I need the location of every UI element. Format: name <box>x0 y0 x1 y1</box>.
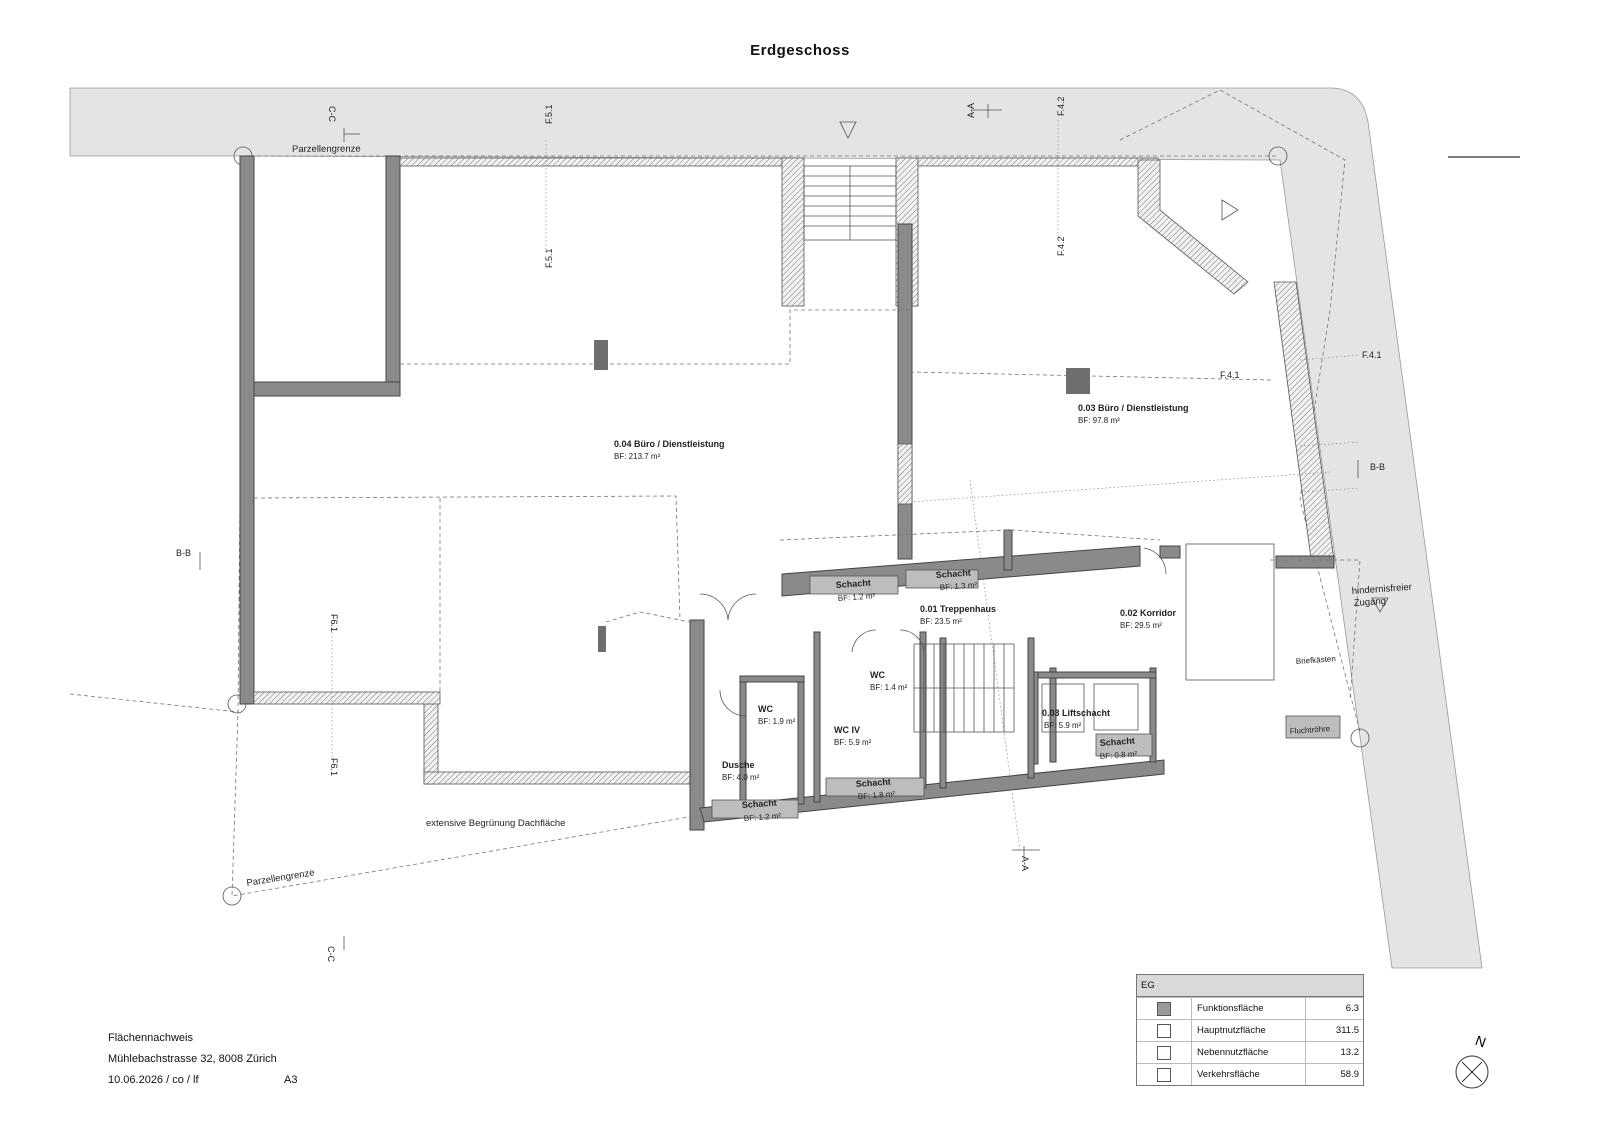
legend-row: Hauptnutzfläche 311.5 <box>1137 1019 1363 1041</box>
lift-area: BF: 5.9 m² <box>1044 721 1082 730</box>
room-003-area: BF: 97.8 m² <box>1078 416 1120 425</box>
legend-row: Nebennutzfläche 13.2 <box>1137 1041 1363 1063</box>
wc-iv-name: WC IV <box>834 725 860 735</box>
section-bb-left: B-B <box>176 548 191 558</box>
section-f41-out: F.4.1 <box>1362 350 1382 360</box>
legend-title: EG <box>1137 975 1363 997</box>
accessible-entry-label-1: hindernisfreier <box>1351 582 1412 597</box>
doors <box>699 543 1275 717</box>
shaft-1-area: BF: 1.2 m² <box>838 591 876 603</box>
section-f41-in: F.4.1 <box>1220 370 1240 380</box>
street-area <box>69 87 1483 969</box>
legend-row-name: Funktionsfläche <box>1192 998 1306 1019</box>
room-002-area: BF: 29.5 m² <box>1120 621 1162 630</box>
overhead-lines <box>253 309 1361 701</box>
wc-iv-area: BF: 5.9 m² <box>834 738 872 747</box>
section-lines <box>331 120 1361 851</box>
legend-row: Funktionsfläche 6.3 <box>1137 997 1363 1019</box>
legend-row-value: 58.9 <box>1340 1069 1360 1080</box>
title-block: Flächennachweis Mühlebachstrasse 32, 800… <box>108 1028 297 1091</box>
green-roof-label: extensive Begrünung Dachfläche <box>426 818 565 829</box>
legend-row: Verkehrsfläche 58.9 <box>1137 1063 1363 1085</box>
section-aa-bottom: A-A <box>1020 856 1030 871</box>
section-cc-top: C-C <box>327 106 337 122</box>
legend-swatch <box>1157 1023 1171 1038</box>
shaft-2-area: BF: 1.3 m² <box>940 580 978 592</box>
legend-row-value: 311.5 <box>1335 1025 1359 1036</box>
shaft-5-name: Schacht <box>1099 736 1135 748</box>
legend-swatch <box>1157 1045 1171 1060</box>
room-labels: 0.04 Büro / Dienstleistung BF: 213.7 m² … <box>614 403 1189 823</box>
drawing-title: Erdgeschoss <box>750 42 850 59</box>
room-002-name: 0.02 Korridor <box>1120 608 1177 618</box>
section-f42-top: F.4.2 <box>1056 96 1066 116</box>
section-f42-mid: F.4.2 <box>1056 236 1066 256</box>
legend-row-value: 6.3 <box>1345 1003 1359 1014</box>
section-f51-mid: F.5.1 <box>544 248 554 268</box>
room-004-name: 0.04 Büro / Dienstleistung <box>614 439 725 449</box>
info-paper-size: A3 <box>284 1074 298 1086</box>
legend-row-name: Hauptnutzfläche <box>1192 1020 1306 1041</box>
room-001-name: 0.01 Treppenhaus <box>920 604 996 614</box>
legend-row-name: Verkehrsfläche <box>1192 1064 1306 1085</box>
shaft-5-area: BF: 0.8 m² <box>1100 749 1138 761</box>
area-legend-table: EG Funktionsfläche 6.3 Hauptnutzfläche 3… <box>1136 974 1364 1086</box>
north-label: N <box>1473 1032 1488 1050</box>
shower-name: Dusche <box>722 760 755 770</box>
shaft-1-name: Schacht <box>835 578 871 590</box>
room-004-area: BF: 213.7 m² <box>614 452 661 461</box>
escape-tube-label: Fluchtröhre <box>1290 724 1332 736</box>
section-f61-a: F6.1 <box>329 614 339 632</box>
wc-a-area: BF: 1.9 m² <box>758 717 796 726</box>
parcel-label-bottom: Parzellengrenze <box>246 867 316 889</box>
legend-swatch <box>1157 1067 1171 1082</box>
section-cc-bottom: C-C <box>326 946 336 962</box>
main-stair <box>913 643 1015 733</box>
shaft-3-area: BF: 1.8 m² <box>858 789 896 801</box>
entry-stairs <box>803 165 897 241</box>
room-001-area: BF: 23.5 m² <box>920 617 962 626</box>
shaft-3-name: Schacht <box>855 777 891 789</box>
section-marks: C-C C-C A-A A-A B-B B-B F.5.1 F.5.1 F.4.… <box>176 96 1385 962</box>
parcel-boundary <box>69 89 1361 897</box>
info-heading: Flächennachweis <box>108 1032 193 1044</box>
info-date: 10.06.2026 / co / lf <box>108 1074 199 1086</box>
wc-b-area: BF: 1.4 m² <box>870 683 908 692</box>
wc-b-name: WC <box>870 670 885 680</box>
section-f61-b: F6.1 <box>329 758 339 776</box>
north-arrow-icon: N <box>1455 1032 1489 1089</box>
legend-swatch <box>1157 1001 1171 1016</box>
wc-a-name: WC <box>758 704 773 714</box>
section-bb-right: B-B <box>1370 462 1385 472</box>
section-aa-top: A-A <box>966 103 976 118</box>
plot-labels: Parzellengrenze Parzellengrenze extensiv… <box>246 144 1413 889</box>
section-f51-top: F.5.1 <box>544 104 554 124</box>
parcel-label-top: Parzellengrenze <box>292 144 361 155</box>
shower-area: BF: 4.0 m² <box>722 773 760 782</box>
shaft-4-area: BF: 1.2 m² <box>744 811 782 823</box>
walls <box>239 155 1335 831</box>
legend-row-value: 13.2 <box>1340 1047 1360 1058</box>
shafts <box>711 569 1341 819</box>
shaft-4-name: Schacht <box>741 798 777 810</box>
lift-name: 0.03 Liftschacht <box>1042 708 1110 718</box>
mailboxes-label: Briefkästen <box>1296 654 1337 666</box>
accessible-entry-label-2: Zugang <box>1353 596 1386 609</box>
shaft-2-name: Schacht <box>935 568 971 580</box>
legend-row-name: Nebennutzfläche <box>1192 1042 1306 1063</box>
info-address: Mühlebachstrasse 32, 8008 Zürich <box>108 1053 277 1065</box>
room-003-name: 0.03 Büro / Dienstleistung <box>1078 403 1189 413</box>
